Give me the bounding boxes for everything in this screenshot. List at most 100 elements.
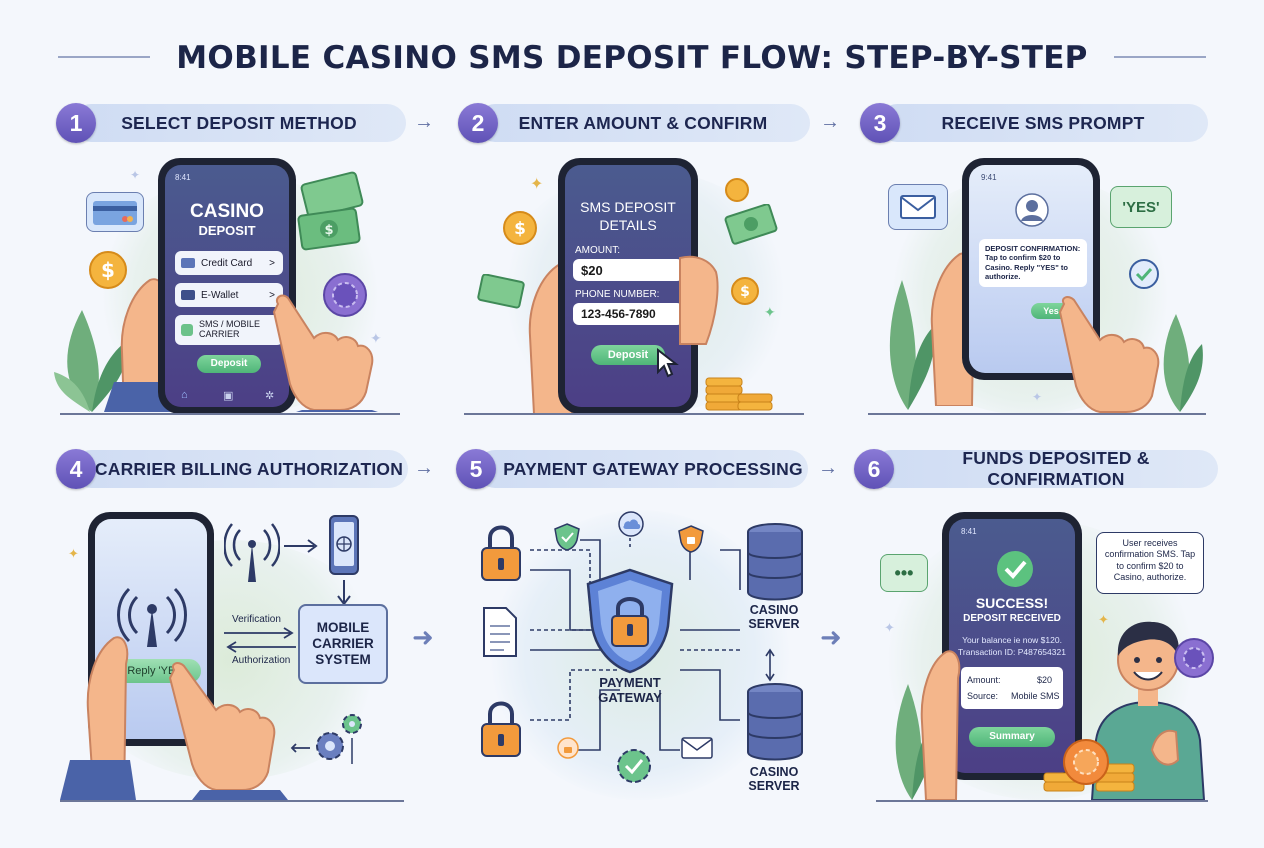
phone-number-label: PHONE NUMBER: xyxy=(575,289,660,300)
gateway-connectors xyxy=(530,520,775,751)
flow-arrow-icon: ➜ xyxy=(412,622,434,652)
phone-screen: 8:41 CASINO DEPOSIT Credit Card > E-Wall… xyxy=(165,165,289,407)
home-icon[interactable]: ⌂ xyxy=(181,389,188,401)
balance-text: Your balance ie now $120. xyxy=(962,635,1062,645)
yes-speech-bubble: 'YES' xyxy=(1110,186,1172,228)
svg-text:$: $ xyxy=(101,258,115,282)
settings-gear-icon[interactable]: ✲ xyxy=(265,390,275,402)
option-credit-card[interactable]: Credit Card > xyxy=(175,251,283,275)
deposit-button[interactable]: Deposit xyxy=(197,355,261,373)
flow-arrow-icon: ➜ xyxy=(820,622,842,652)
mobile-phone-globe-icon xyxy=(329,515,359,575)
transaction-id-text: Transaction ID: P487654321 xyxy=(958,647,1066,657)
sparkle-icon: ✦ xyxy=(1098,612,1109,627)
ground-line xyxy=(60,413,400,415)
leaf-plant-icon xyxy=(1163,314,1203,412)
contact-avatar-icon xyxy=(1015,193,1049,227)
casino-server-label: CASINO SERVER xyxy=(748,603,800,631)
signal-tower-icon xyxy=(117,587,187,647)
gear-check-icon xyxy=(617,749,651,783)
shield-check-icon xyxy=(554,523,580,551)
ground-line xyxy=(464,413,804,415)
shield-lock-icon xyxy=(678,525,704,553)
cloud-icon xyxy=(618,511,644,537)
chevron-right-icon: > xyxy=(269,257,275,269)
leaf-plant-icon xyxy=(54,310,129,412)
arrow-right-icon: → xyxy=(414,111,434,133)
title-rule-right xyxy=(1114,56,1206,58)
database-server-icon xyxy=(747,683,803,761)
credit-card-bubble xyxy=(86,192,144,232)
option-e-wallet[interactable]: E-Wallet > xyxy=(175,283,283,307)
deposit-summary-card: Amount: $20 Source: Mobile SMS xyxy=(961,667,1063,709)
ground-line xyxy=(868,413,1206,415)
step-1-number: 1 xyxy=(56,103,96,143)
amount-label: AMOUNT: xyxy=(575,245,620,256)
payment-gateway-label: PAYMENT GATEWAY xyxy=(598,675,662,705)
dollar-coin-icon: $ xyxy=(89,251,127,289)
verification-label: Verification xyxy=(232,614,281,625)
pointing-hand-icon xyxy=(272,294,378,412)
source-label: Source: xyxy=(967,691,999,701)
arrow-right-icon: → xyxy=(818,457,838,479)
sparkle-icon: ✦ xyxy=(1032,390,1043,404)
deposit-received-label: DEPOSIT RECEIVED xyxy=(963,613,1061,624)
arrow-left-icon xyxy=(226,641,296,653)
coin-stack-icon xyxy=(705,377,773,411)
svg-text:$: $ xyxy=(514,219,526,239)
title-rule-left xyxy=(58,56,150,58)
amount-value: $20 xyxy=(1037,675,1053,685)
cash-bills-icon: $ xyxy=(297,171,364,251)
step-1-header: SELECT DEPOSIT METHOD xyxy=(72,104,406,142)
leaf-plant-icon xyxy=(889,280,935,410)
phone-number-input[interactable]: 123-456-7890 xyxy=(573,303,683,325)
sparkle-icon: ✦ xyxy=(130,168,141,182)
sparkle-icon: ✦ xyxy=(530,176,544,193)
step-6-label: FUNDS DEPOSITED & CONFIRMATION xyxy=(962,448,1150,489)
option-label: E-Wallet xyxy=(201,289,239,301)
phone-screen: 8:41 SUCCESS! DEPOSIT RECEIVED Your bala… xyxy=(949,519,1075,773)
svg-text:$: $ xyxy=(324,223,333,238)
envelope-icon xyxy=(681,737,713,759)
option-sms-carrier[interactable]: SMS / MOBILE CARRIER xyxy=(175,315,283,345)
pointing-hand-icon xyxy=(1058,296,1160,413)
step-6-header: FUNDS DEPOSITED & CONFIRMATION xyxy=(872,448,1218,489)
arrow-right-icon: → xyxy=(820,111,840,133)
option-label: Credit Card xyxy=(201,257,253,269)
arrow-down-icon xyxy=(337,580,351,606)
screen-heading: SMS DEPOSIT xyxy=(580,199,676,215)
step-2-label: ENTER AMOUNT & CONFIRM xyxy=(518,112,768,133)
hand-right-icon xyxy=(679,255,719,345)
payment-gateway-shield-icon xyxy=(586,568,674,674)
step-4-number: 4 xyxy=(56,449,96,489)
sms-message-bubble: DEPOSIT CONFIRMATION: Tap to confirm $20… xyxy=(979,239,1087,287)
title-bar: MOBILE CASINO SMS DEPOSIT FLOW: STEP-BY-… xyxy=(0,34,1264,82)
lock-icon xyxy=(481,701,521,757)
phone-device: SMS DEPOSIT DETAILS AMOUNT: $20 PHONE NU… xyxy=(558,158,698,414)
screen-heading: CASINO xyxy=(190,201,264,222)
screen-subheading: DEPOSIT xyxy=(198,223,256,238)
step-2-number: 2 xyxy=(458,103,498,143)
amount-label: Amount: xyxy=(967,675,1001,685)
envelope-icon xyxy=(900,195,936,219)
status-time: 8:41 xyxy=(961,527,977,536)
casino-server-label: CASINO SERVER xyxy=(748,765,800,793)
status-time: 9:41 xyxy=(981,173,997,182)
arrow-right-icon xyxy=(284,539,318,553)
wallet-nav-icon[interactable]: ▣ xyxy=(223,390,234,402)
summary-button[interactable]: Summary xyxy=(969,727,1055,747)
sparkle-icon: ✦ xyxy=(764,304,776,320)
email-bubble xyxy=(888,184,948,230)
phone-device: 8:41 SUCCESS! DEPOSIT RECEIVED Your bala… xyxy=(942,512,1082,780)
gears-icon xyxy=(290,714,362,764)
deposit-button[interactable]: Deposit xyxy=(591,345,665,365)
status-time: 8:41 xyxy=(175,173,191,182)
step-5-header: PAYMENT GATEWAY PROCESSING xyxy=(476,450,808,488)
sms-icon xyxy=(181,324,193,336)
step-4-header: CARRIER BILLING AUTHORIZATION xyxy=(72,450,408,488)
lock-badge-icon xyxy=(557,737,579,759)
dollar-coin-icon: $ xyxy=(503,211,537,245)
svg-text:$: $ xyxy=(740,284,750,300)
arrow-right-icon: → xyxy=(414,457,434,479)
amount-input[interactable]: $20 xyxy=(573,259,683,281)
